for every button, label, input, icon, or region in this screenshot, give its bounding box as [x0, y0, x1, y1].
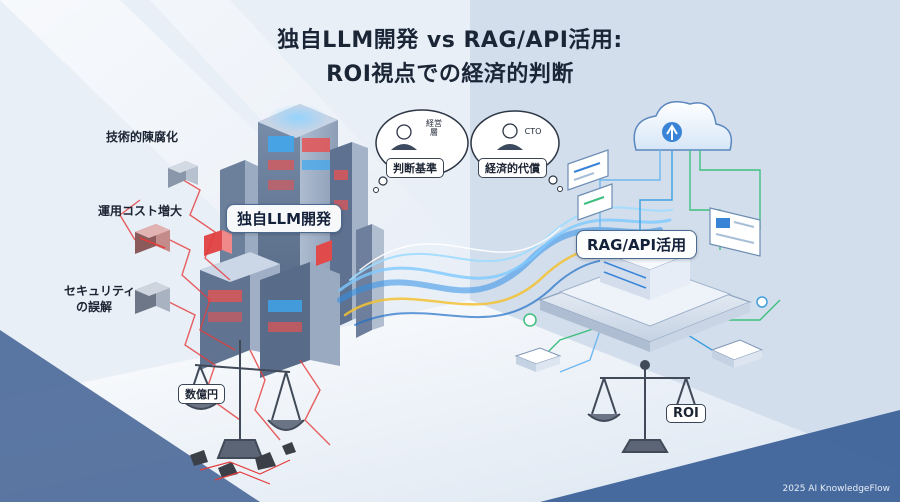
risk-cube-security: [135, 282, 170, 314]
network-nodes: [514, 296, 768, 372]
risk-label-cost: 運用コスト増大: [98, 204, 183, 218]
rag-api-label: RAG/API活用: [576, 230, 698, 259]
inhouse-llm-label: 独自LLM開発: [226, 204, 343, 233]
risk-cube-obsolescence: [168, 161, 198, 188]
rubble: [190, 442, 296, 478]
exec-role-line-1: 経営: [426, 119, 442, 128]
floor-shadow-right: [540, 410, 900, 502]
exec-role-label: 経営 層: [424, 119, 444, 137]
floor-cracks: [199, 459, 291, 485]
cloud-service: [633, 101, 733, 151]
exec-criteria-tag: 判断基準: [386, 158, 444, 178]
risk-label-security-2: の誤解: [76, 300, 113, 314]
floating-ui-panel: [567, 149, 761, 257]
risk-label-obsolescence: 技術的陳腐化: [106, 130, 179, 144]
cost-scale-tag: 数億円: [178, 384, 225, 404]
footer-credit: 2025 AI KnowledgeFlow: [782, 484, 890, 494]
page-title-line-2: ROI視点での経済的判断: [326, 62, 574, 87]
exec-role-line-2: 層: [430, 128, 438, 137]
risk-cube-cost: [135, 224, 170, 254]
cto-cost-tag: 経済的代償: [478, 158, 547, 178]
risk-label-security: セキュリティ: [64, 284, 136, 298]
cto-role-label: CTO: [524, 127, 542, 136]
rag-server-platform: [538, 237, 752, 352]
roi-scale-tag: ROI: [666, 404, 706, 423]
page-title-line-1: 独自LLM開発 vs RAG/API活用:: [277, 28, 623, 53]
